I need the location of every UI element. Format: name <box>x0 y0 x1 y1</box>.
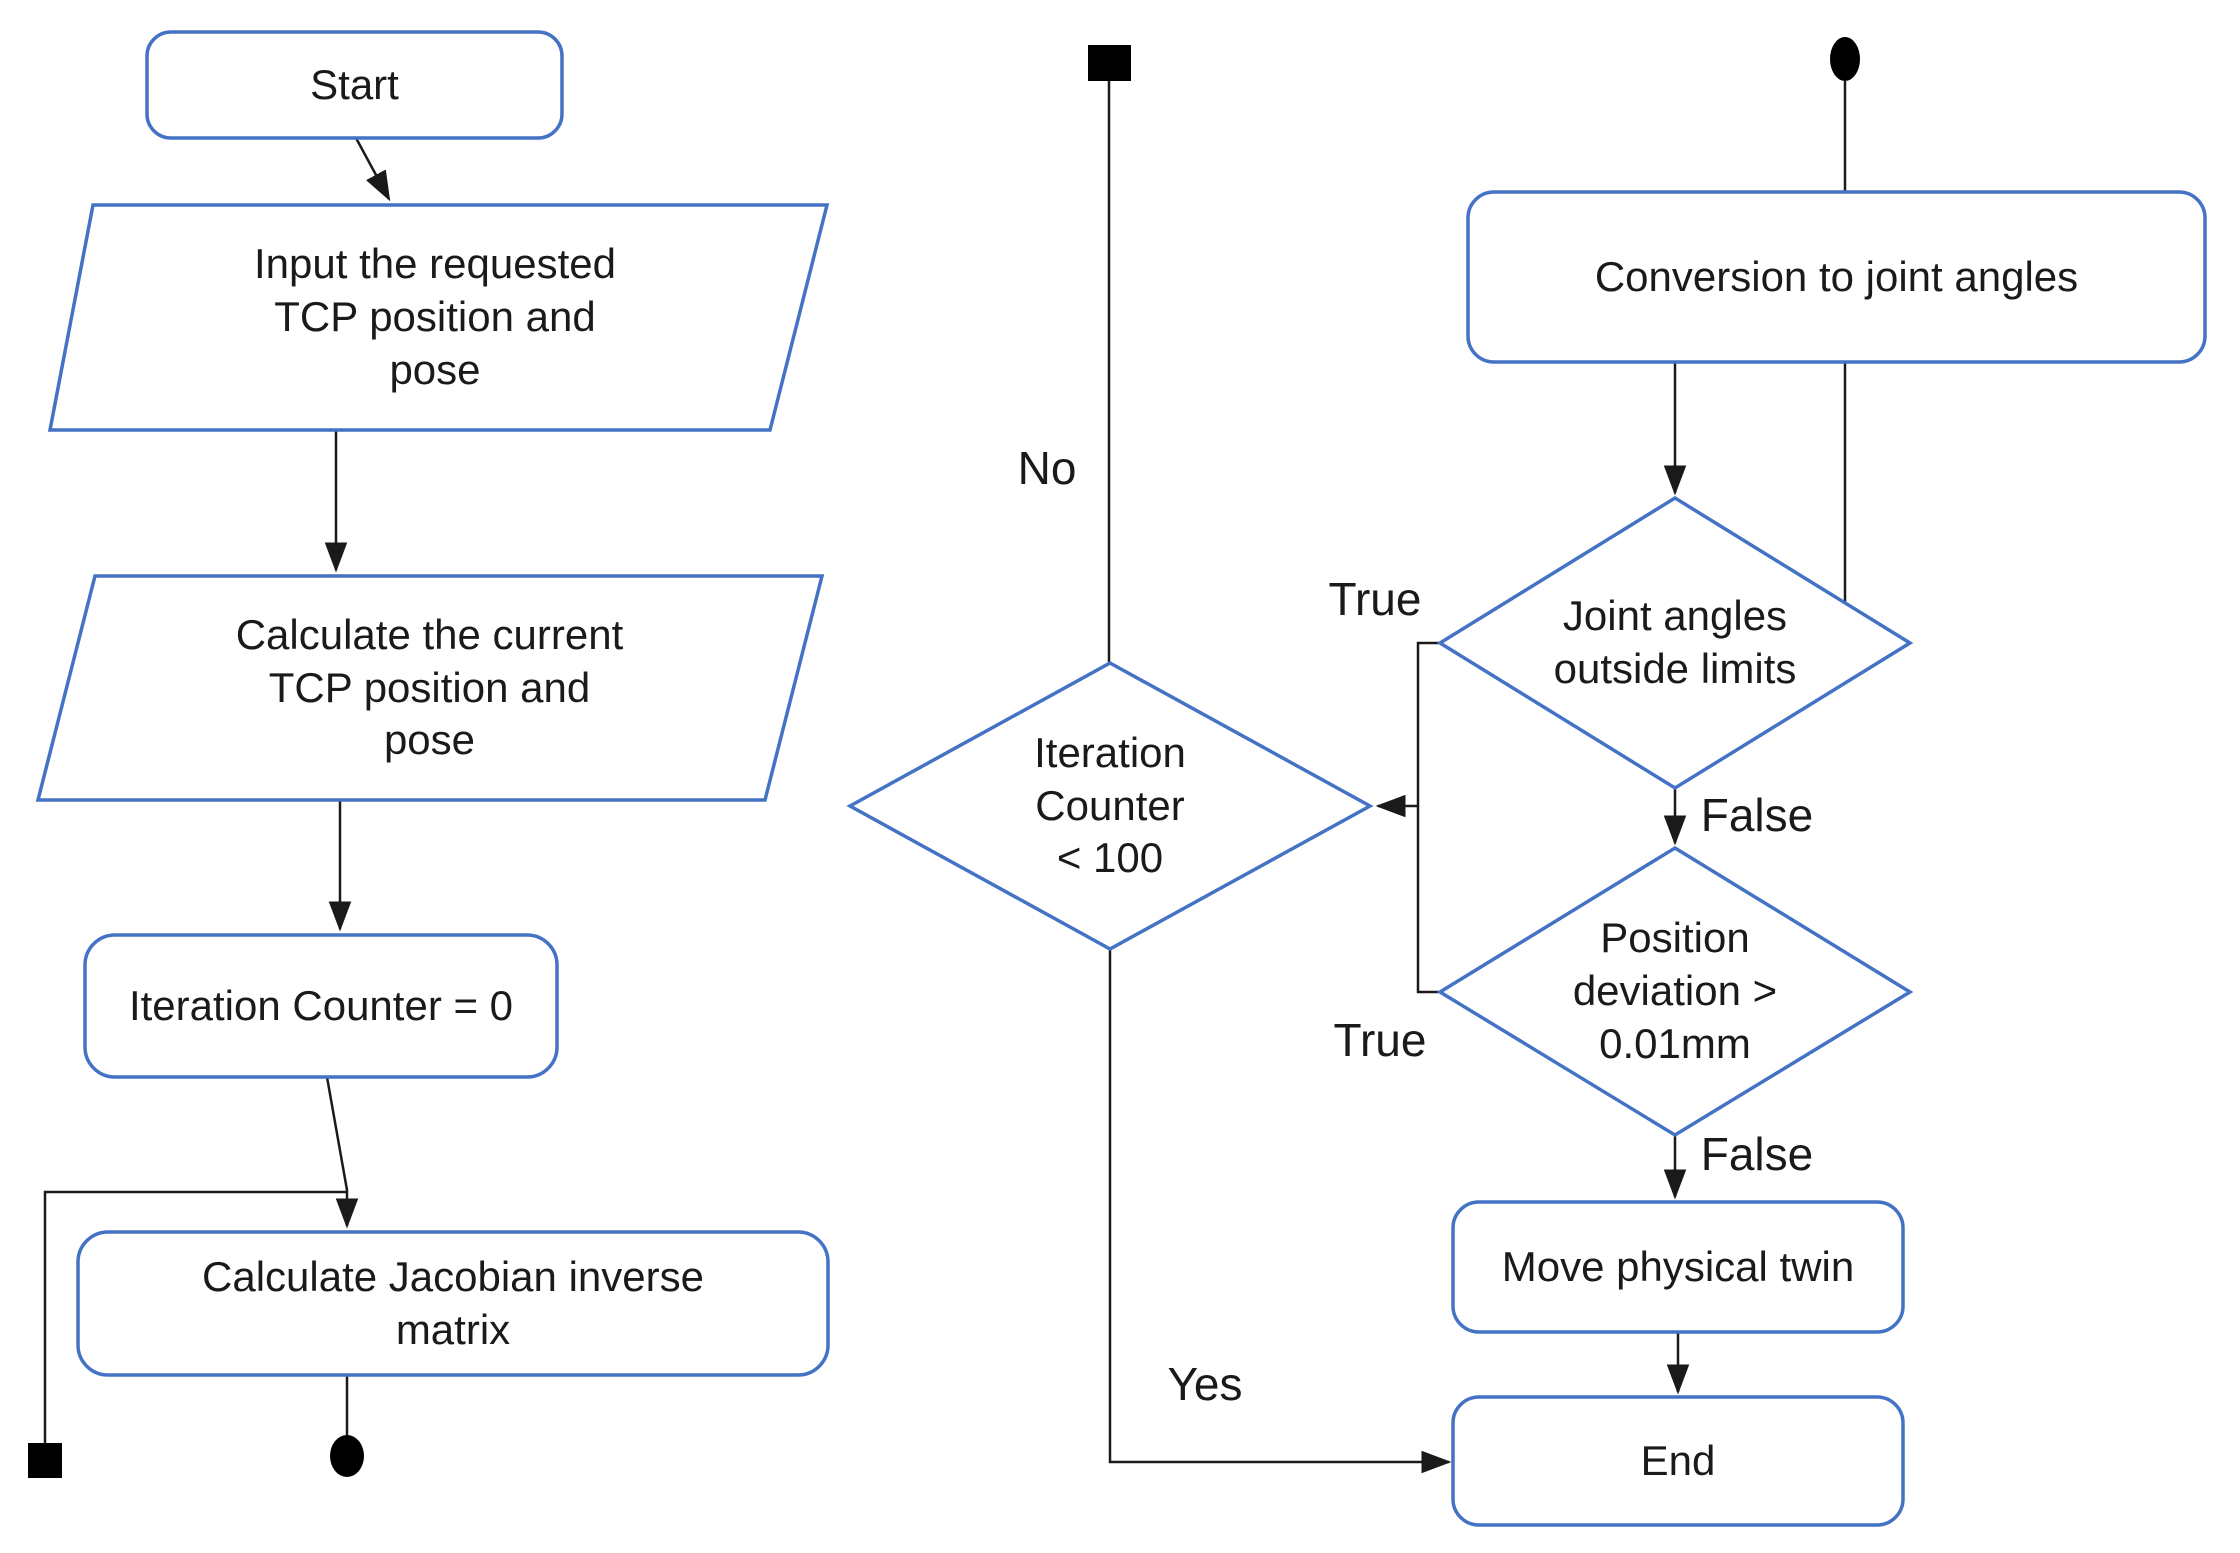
pos-deviation-diamond-shape <box>1436 845 1914 1138</box>
joint-limits-diamond-shape <box>1436 495 1914 791</box>
conversion-node-shape <box>1466 190 2207 364</box>
edge-start-to-input <box>354 137 391 202</box>
jacobian-node-shape <box>76 1230 830 1377</box>
edge-iterinit-to-jacobian <box>325 1076 359 1229</box>
start-node-shape <box>145 30 564 140</box>
final-node-square-bottom-icon <box>28 1443 62 1478</box>
iter-init-node-shape <box>83 933 559 1079</box>
edge-true-bracket <box>1416 641 1440 994</box>
move-twin-node-shape <box>1451 1200 1905 1334</box>
initial-node-circle-icon <box>1830 37 1860 81</box>
edge-itercheck-yes-to-end <box>1108 949 1452 1474</box>
iter-check-diamond-shape <box>846 661 1374 951</box>
calc-tcp-node-shape <box>35 574 825 802</box>
end-node-shape <box>1451 1395 1905 1527</box>
edge-branch-to-final-square <box>43 1190 347 1444</box>
initial-node-circle-bottom-icon <box>330 1435 364 1477</box>
input-tcp-node-shape <box>47 203 830 432</box>
final-node-square-icon <box>1088 45 1131 81</box>
